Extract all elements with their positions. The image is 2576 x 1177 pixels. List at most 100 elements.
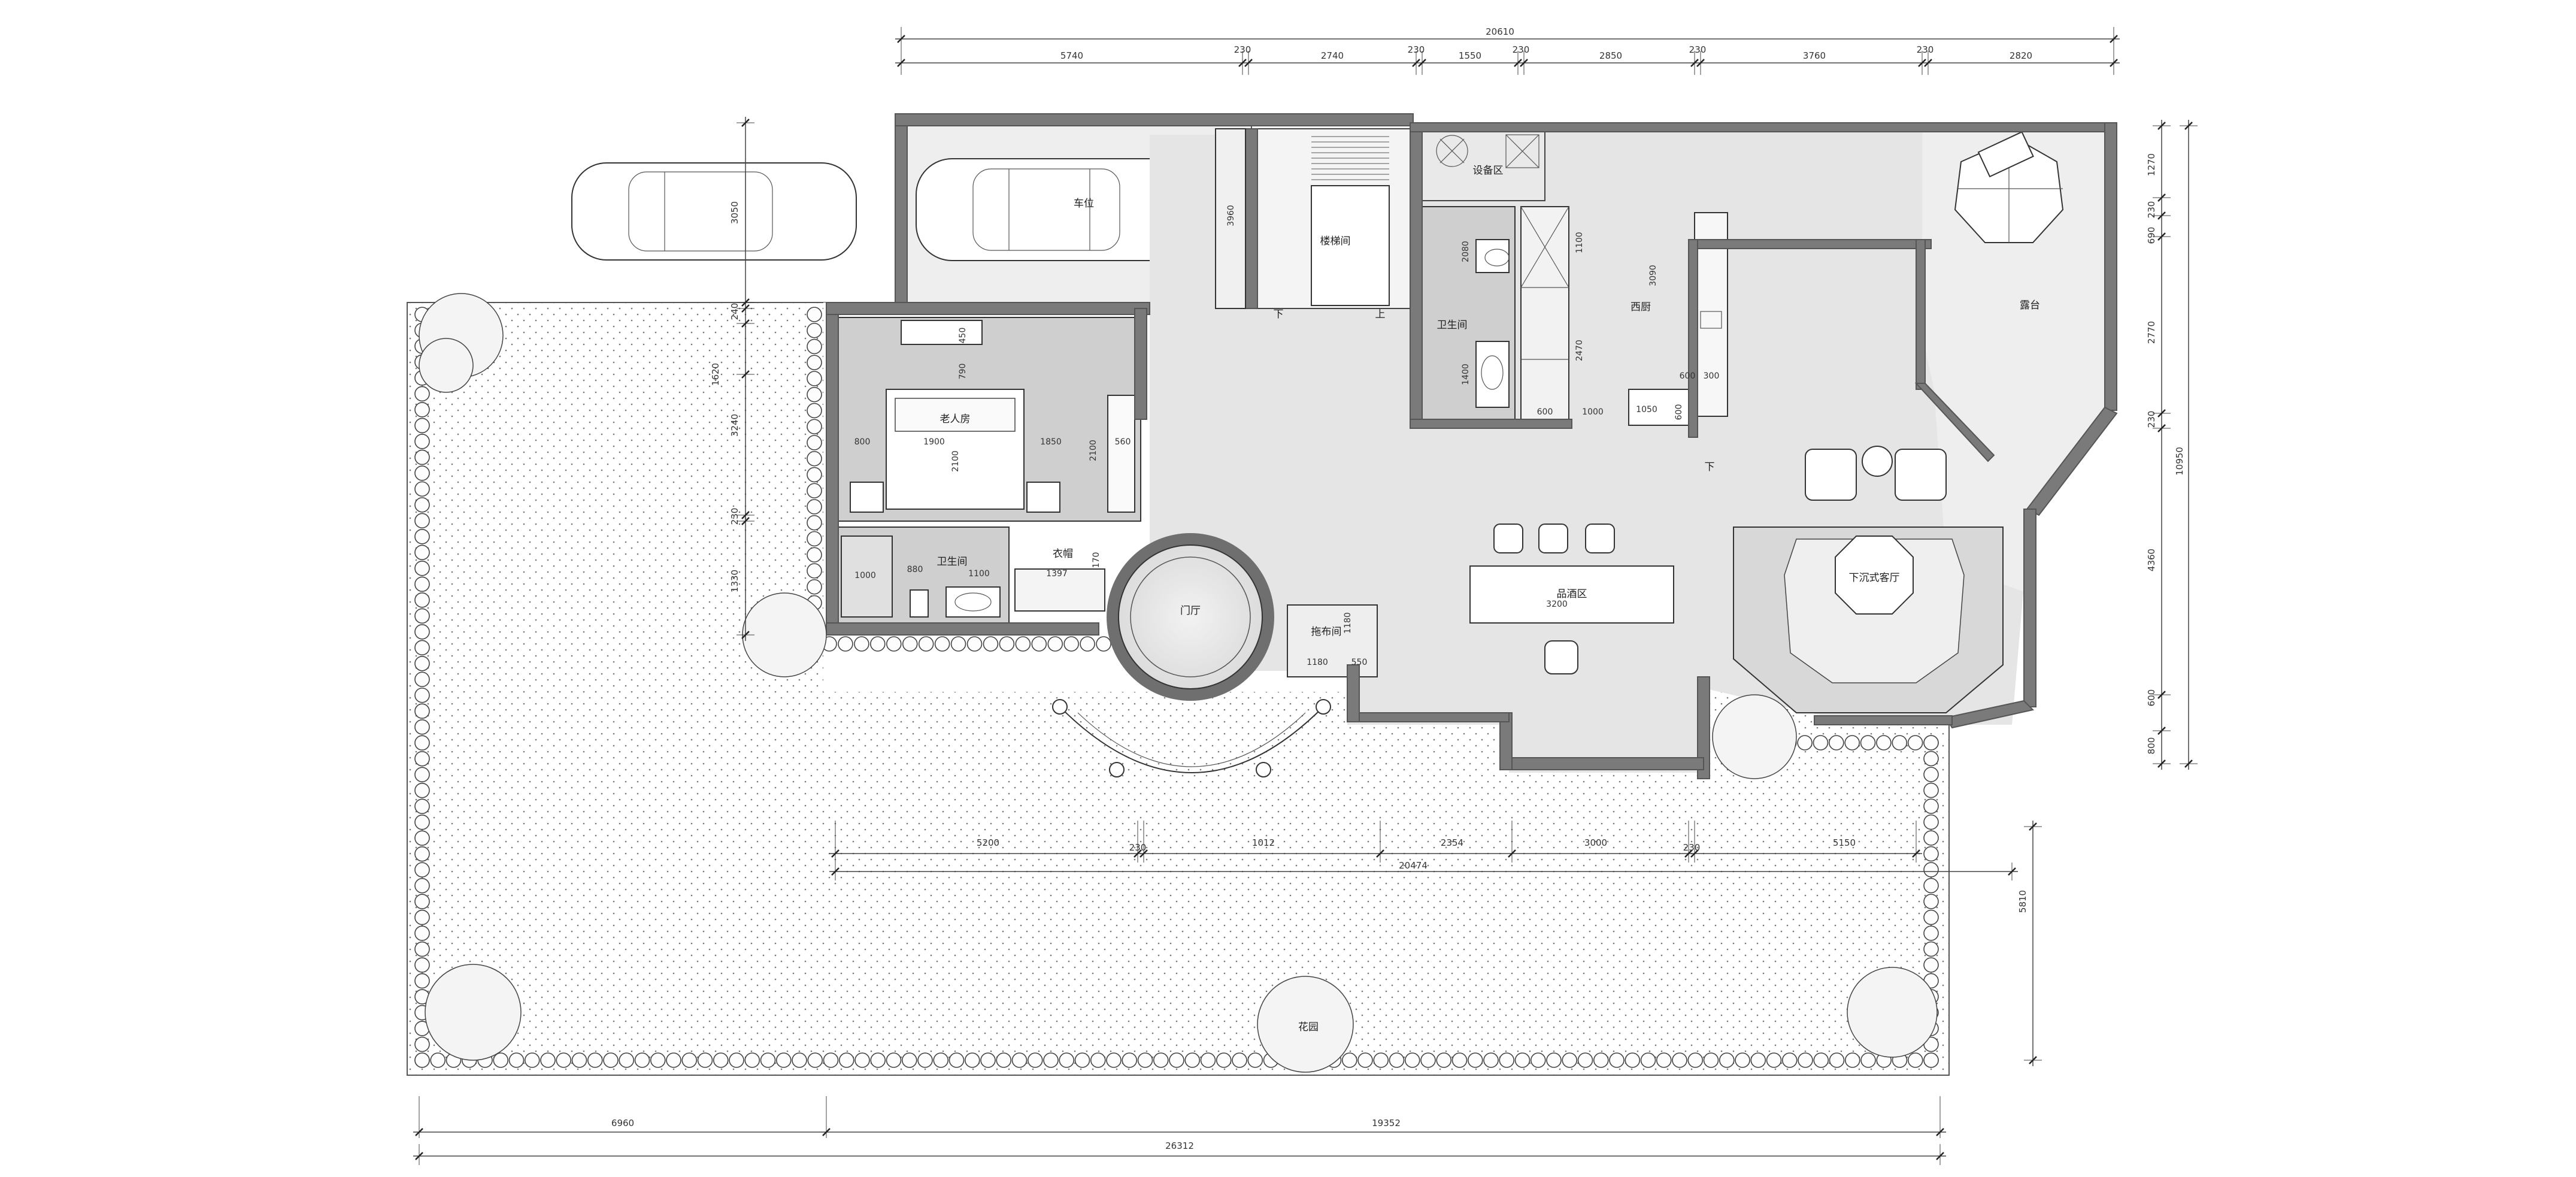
dim-elder-b: 790 bbox=[958, 364, 968, 380]
label-equipment: 设备区 bbox=[1473, 165, 1504, 177]
hedge-shrub bbox=[1907, 735, 1923, 751]
dim-kitchen-b: 3090 bbox=[1648, 265, 1658, 286]
top-dim-9: 3760 bbox=[1803, 50, 1826, 61]
hedge-shrub bbox=[807, 515, 822, 531]
hedge-shrub bbox=[414, 608, 430, 624]
dim-mop-a: 1180 bbox=[1343, 612, 1353, 634]
foyer-rotunda bbox=[1107, 533, 1274, 701]
right-total-dim: 10950 bbox=[2174, 447, 2185, 476]
hedge-shrub bbox=[1169, 1052, 1184, 1068]
bottom-seg-dim-tick bbox=[1936, 1128, 1944, 1136]
bottom-total-dim: 26312 bbox=[1165, 1140, 1194, 1151]
elder-room bbox=[835, 317, 1141, 522]
mid-dim-7: 5150 bbox=[1833, 837, 1856, 848]
hedge-shrub bbox=[524, 1052, 540, 1068]
hedge-shrub bbox=[1047, 636, 1063, 652]
hedge-shrub bbox=[414, 782, 430, 798]
dim-elder-a: 450 bbox=[958, 328, 968, 344]
entrance-steps bbox=[1052, 699, 1331, 777]
top-seg-dim-tick bbox=[1514, 59, 1522, 67]
hedge-shrub bbox=[1656, 1052, 1672, 1068]
hedge-shrub bbox=[1514, 1052, 1531, 1068]
top-seg-dim-tick bbox=[1918, 59, 1926, 67]
top-seg-dim-tick bbox=[1924, 59, 1932, 67]
hedge-shrub bbox=[760, 1052, 776, 1068]
label-down: 下 bbox=[1705, 461, 1715, 473]
trees bbox=[419, 293, 1938, 1073]
hedge-shrub bbox=[1106, 1052, 1122, 1068]
hedge-shrub bbox=[807, 419, 822, 435]
label-stair: 楼梯间 bbox=[1320, 235, 1351, 247]
right-seg-dim-tick bbox=[2157, 211, 2166, 220]
right-dim-5: 230 bbox=[2146, 411, 2157, 428]
top-dim-7: 2850 bbox=[1599, 50, 1622, 61]
right-seg-dim-tick bbox=[2157, 424, 2166, 432]
hedge-shrub bbox=[1892, 735, 1908, 751]
right-seg-dim-tick bbox=[2157, 409, 2166, 417]
hedge-shrub bbox=[414, 735, 430, 751]
top-dim-10: 230 bbox=[1917, 44, 1934, 55]
hedge-shrub bbox=[870, 1052, 886, 1068]
hedge-shrub bbox=[634, 1052, 650, 1068]
hedge-shrub bbox=[1829, 735, 1844, 751]
hedge-shrub bbox=[1923, 846, 1939, 862]
left-dim-1: 3050 bbox=[729, 201, 740, 224]
top-seg-dim-tick bbox=[2110, 59, 2118, 67]
hedge-shrub bbox=[508, 1052, 525, 1068]
hedge-shrub bbox=[414, 894, 430, 909]
hedge-shrub bbox=[918, 636, 934, 652]
hedge-shrub bbox=[854, 636, 869, 652]
label-yard: 花园 bbox=[1298, 1021, 1319, 1033]
hedge-shrub bbox=[414, 481, 430, 497]
top-seg-dim-tick bbox=[1412, 59, 1420, 67]
top-dim-3: 2740 bbox=[1321, 50, 1344, 61]
hedge-shrub bbox=[983, 636, 999, 652]
label-mop: 拖布间 bbox=[1311, 626, 1342, 638]
right-seg-dim-tick bbox=[2157, 232, 2166, 241]
hedge-shrub bbox=[1687, 1052, 1704, 1068]
top-total-dim-tick bbox=[897, 35, 905, 43]
left-dim-6: 1330 bbox=[729, 570, 740, 592]
hedge-shrub bbox=[414, 925, 430, 941]
label-elder-room: 老人房 bbox=[940, 413, 971, 425]
hedge-shrub bbox=[1593, 1052, 1609, 1068]
hedge-shrub bbox=[1080, 636, 1095, 652]
right-yard-dim: 5810 bbox=[2017, 890, 2028, 913]
dim-mop-c: 550 bbox=[1351, 658, 1368, 667]
hedge-shrub bbox=[1781, 1052, 1798, 1068]
dim-carport-depth: 3960 bbox=[1226, 205, 1236, 226]
top-seg-dim-tick bbox=[1520, 59, 1528, 67]
top-dim-1: 5740 bbox=[1060, 50, 1083, 61]
hedge-shrub bbox=[964, 1052, 980, 1068]
hedge-shrub bbox=[744, 1052, 760, 1068]
hedge-shrub bbox=[1750, 1052, 1766, 1068]
hedge-shrub bbox=[1923, 782, 1939, 798]
bottom-dim-2: 19352 bbox=[1372, 1118, 1401, 1128]
hedge-shrub bbox=[414, 497, 430, 513]
right-yard-dim-tick bbox=[2029, 1056, 2037, 1064]
hedge-shrub bbox=[934, 636, 950, 652]
right-dim-4: 2770 bbox=[2146, 321, 2157, 344]
mid-total-dim-tick bbox=[831, 867, 840, 876]
hedge-shrub bbox=[414, 640, 430, 656]
left-dim-3: 1620 bbox=[710, 363, 721, 386]
hedge-shrub bbox=[933, 1052, 949, 1068]
hedge-shrub bbox=[1923, 830, 1939, 846]
hedge-shrub bbox=[838, 1052, 854, 1068]
mid-seg-dim-tick bbox=[1139, 849, 1148, 858]
hedge-shrub bbox=[1766, 1052, 1782, 1068]
hedge-shrub bbox=[1609, 1052, 1625, 1068]
left-seg-dim-tick bbox=[741, 511, 750, 519]
label-stair-down: 下 bbox=[1274, 308, 1284, 320]
hedge-shrub bbox=[414, 909, 430, 925]
hedge-shrub bbox=[1923, 941, 1939, 957]
dim-mop-b: 1180 bbox=[1307, 658, 1328, 667]
dim-elder-e: 1850 bbox=[1040, 437, 1062, 447]
bottom-seg-dim-tick bbox=[822, 1128, 831, 1136]
hedge-shrub bbox=[414, 561, 430, 576]
hedge-shrub bbox=[1923, 862, 1939, 878]
hedge-shrub bbox=[414, 846, 430, 862]
left-seg-dim-tick bbox=[741, 517, 750, 525]
equipment-area bbox=[1419, 125, 1545, 201]
right-seg-dim-tick bbox=[2157, 193, 2166, 202]
